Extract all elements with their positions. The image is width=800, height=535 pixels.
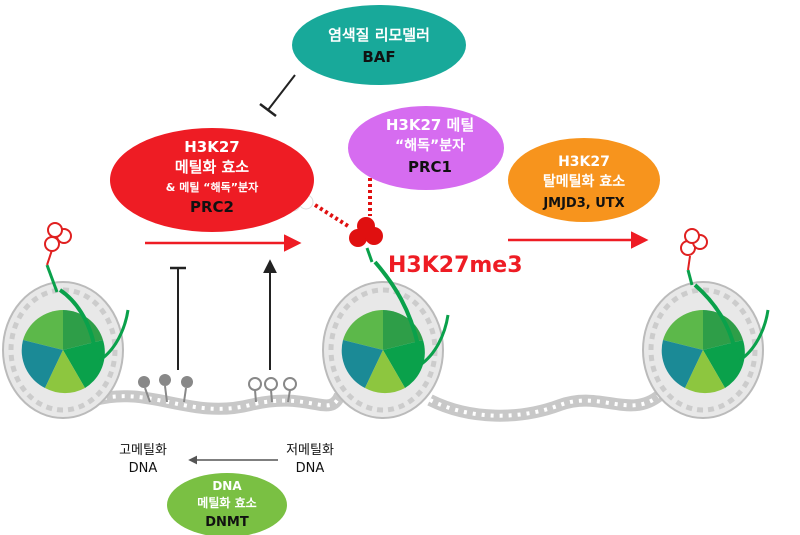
dnmt-bubble: DNA 메틸화 효소 DNMT bbox=[167, 473, 287, 535]
histone-octamer-middle bbox=[341, 310, 425, 394]
prc2-line1: H3K27 bbox=[184, 138, 240, 156]
demethylase-line2: 탈메틸화 효소 bbox=[543, 174, 625, 190]
dnmt-line3: DNMT bbox=[205, 515, 249, 530]
prc2-line3: & 메틸 “해독”분자 bbox=[166, 180, 259, 194]
baf-bubble: 염색질 리모델러 BAF bbox=[292, 5, 466, 85]
hyper-dna-line1: 고메틸화 bbox=[119, 443, 167, 458]
prc1-line2: “해독”분자 bbox=[395, 138, 465, 154]
prc1-bubble: H3K27 메틸 “해독”분자 PRC1 bbox=[348, 106, 504, 190]
methyl-mark-filled bbox=[349, 217, 383, 247]
h3k27me3-label: H3K27me3 bbox=[388, 253, 523, 278]
hypo-dna-line2: DNA bbox=[296, 461, 325, 476]
demethylase-bubble: H3K27 탈메틸화 효소 JMJD3, UTX bbox=[508, 138, 660, 222]
methylated-cpg-lollipops bbox=[138, 374, 193, 403]
prc2-line2: 메틸화 효소 bbox=[175, 158, 249, 176]
hypo-dna-line1: 저메틸화 bbox=[286, 443, 334, 458]
nucleosome-middle bbox=[322, 217, 450, 419]
prc2-line4: PRC2 bbox=[190, 198, 234, 216]
baf-line2: BAF bbox=[362, 48, 395, 66]
prc2-bubble: H3K27 메틸화 효소 & 메틸 “해독”분자 PRC2 bbox=[110, 128, 314, 232]
methyl-mark-outline-right bbox=[680, 228, 708, 271]
histone-octamer-right bbox=[661, 310, 745, 394]
unmethylated-cpg-lollipops bbox=[248, 377, 297, 403]
dnmt-line1: DNA bbox=[212, 479, 242, 493]
dna-strand bbox=[93, 390, 664, 422]
prc1-line1: H3K27 메틸 bbox=[386, 116, 474, 134]
baf-line1: 염색질 리모델러 bbox=[328, 26, 430, 44]
methyl-mark-outline-left bbox=[44, 222, 72, 266]
demethylase-line1: H3K27 bbox=[558, 154, 610, 170]
nucleosome-left bbox=[2, 222, 130, 419]
demethylase-line3: JMJD3, UTX bbox=[542, 196, 624, 211]
histone-octamer-left bbox=[21, 310, 105, 394]
prc1-line3: PRC1 bbox=[408, 158, 452, 176]
dnmt-line2: 메틸화 효소 bbox=[197, 495, 256, 510]
nucleosome-right bbox=[642, 228, 770, 419]
hyper-dna-line2: DNA bbox=[129, 461, 158, 476]
inhibition-bar-baf bbox=[259, 74, 296, 117]
inhibition-bar-hyper bbox=[170, 266, 186, 370]
